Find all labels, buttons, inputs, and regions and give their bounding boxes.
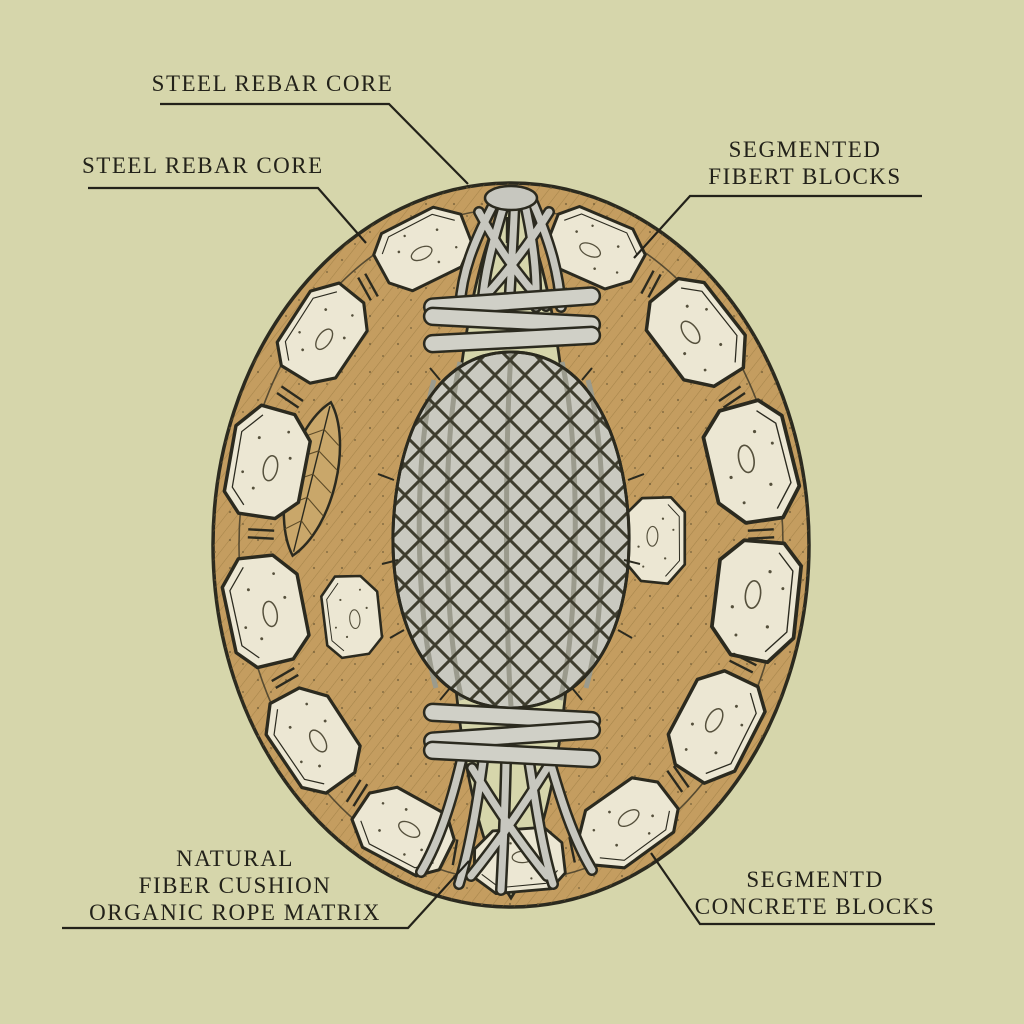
rope-binding-top (422, 286, 602, 354)
leader-lines (62, 102, 935, 930)
barb-thorns (377, 367, 645, 701)
steel-rebar-core (377, 184, 645, 890)
label-segmented-fiber-blocks: SEGMENTED FIBERT BLOCKS (685, 136, 925, 190)
label-line: SEGMENTD (746, 867, 884, 892)
leader-line-fiber-cushion (62, 860, 470, 930)
label-steel-rebar-core-left: STEEL REBAR CORE (82, 152, 322, 179)
top-knot (483, 184, 539, 212)
label-steel-rebar-core-top: STEEL REBAR CORE (150, 70, 395, 97)
label-line: SEGMENTED (728, 137, 882, 162)
leader-line-concrete-blocks (650, 852, 935, 926)
leader-line-rebar-top (160, 102, 469, 185)
label-line: FIBERT BLOCKS (708, 164, 902, 189)
stone-block (622, 494, 689, 586)
label-line: ORGANIC ROPE MATRIX (89, 900, 381, 925)
label-line: NATURAL (176, 846, 294, 871)
label-line: STEEL REBAR CORE (82, 153, 324, 178)
rope-binding-bottom (422, 702, 602, 769)
label-segmented-concrete-blocks: SEGMENTD CONCRETE BLOCKS (690, 866, 940, 920)
leader-line-rebar-left (88, 186, 367, 244)
label-line: FIBER CUSHION (138, 873, 332, 898)
label-line: STEEL REBAR CORE (151, 71, 394, 96)
label-natural-fiber-cushion: NATURAL FIBER CUSHION ORGANIC ROPE MATRI… (55, 845, 415, 926)
label-line: CONCRETE BLOCKS (694, 894, 936, 919)
wire-net-wrap (392, 352, 630, 708)
leaf-fiber-pad (282, 400, 342, 558)
leader-line-fiber-blocks (633, 194, 922, 259)
